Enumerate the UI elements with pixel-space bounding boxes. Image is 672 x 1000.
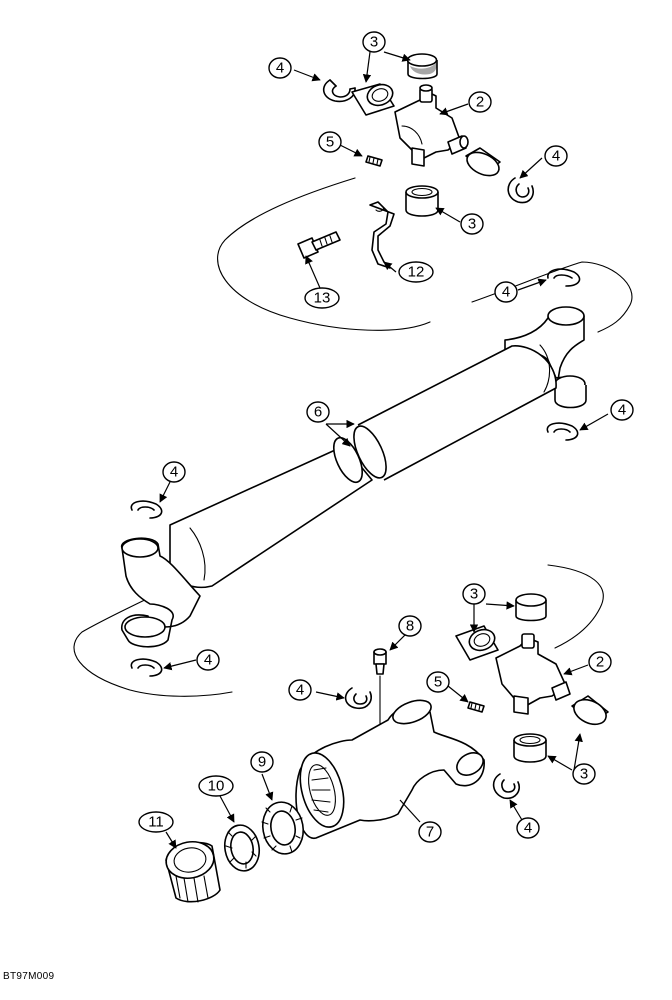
callout-4: 4	[268, 57, 292, 79]
slip-yoke	[295, 699, 485, 839]
leader-lines	[159, 51, 609, 849]
shaft-tube-lower	[169, 436, 373, 589]
callout-13-text: 13	[314, 290, 331, 307]
upper-bearing-cap-top	[406, 53, 438, 80]
lower-snap-ring-right	[492, 773, 520, 800]
callout-7-text: 7	[426, 824, 434, 841]
upper-snap-ring-right	[507, 177, 534, 204]
upper-cross-spider	[394, 84, 469, 167]
callout-4-text: 4	[170, 464, 178, 481]
callout-4-text: 4	[618, 402, 626, 419]
lower-bearing-cap-bottom	[513, 733, 547, 763]
lower-bearing-cap-left	[455, 625, 499, 661]
callout-4-text: 4	[276, 60, 284, 77]
callout-11: 11	[138, 811, 174, 833]
upper-group-outline	[217, 177, 633, 333]
upper-snap-ring-left	[322, 79, 356, 103]
left-yoke	[121, 537, 201, 648]
callout-4-text: 4	[524, 820, 532, 837]
upper-bearing-cap-left	[351, 83, 395, 116]
callout-4-text: 4	[552, 148, 560, 165]
grease-fitting-8	[373, 648, 387, 741]
callout-4: 4	[494, 281, 518, 303]
lower-grease-fitting	[467, 701, 485, 713]
snap-ring-shaft-left	[130, 500, 163, 519]
callout-5-text: 5	[434, 674, 442, 691]
callout-4: 4	[516, 817, 540, 839]
callout-3: 3	[362, 31, 386, 53]
callout-3-text: 3	[370, 34, 378, 51]
figure-id-label: BT97M009	[3, 971, 55, 982]
callout-12-text: 12	[408, 264, 425, 281]
callout-3-text: 3	[468, 216, 476, 233]
callout-11-text: 11	[148, 814, 164, 831]
callout-10: 10	[198, 775, 234, 797]
callout-4: 4	[196, 649, 220, 671]
callout-6-text: 6	[314, 404, 322, 421]
callout-3: 3	[460, 213, 484, 235]
seal-9	[261, 801, 305, 855]
callout-5: 5	[426, 671, 450, 693]
callout-4-text: 4	[502, 284, 510, 301]
callout-4-text: 4	[296, 682, 304, 699]
callout-2-text: 2	[476, 94, 484, 111]
snap-ring-shaft-upper	[547, 268, 581, 287]
callout-7: 7	[418, 821, 442, 843]
callout-2-text: 2	[596, 654, 604, 671]
callout-9-text: 9	[258, 754, 266, 771]
callout-6: 6	[306, 401, 330, 423]
callout-4: 4	[544, 145, 568, 167]
callout-4-text: 4	[204, 652, 212, 669]
snap-ring-shaft-right	[546, 422, 579, 441]
callout-2: 2	[468, 91, 492, 113]
callout-4: 4	[162, 461, 186, 483]
callout-13: 13	[304, 287, 340, 309]
callout-8-text: 8	[406, 618, 414, 635]
strap	[369, 201, 395, 269]
upper-bearing-cap-right	[465, 147, 501, 177]
callout-3: 3	[572, 763, 596, 785]
callout-4: 4	[610, 399, 634, 421]
seal-10	[223, 824, 261, 872]
snap-ring-shaft-bottom	[130, 658, 163, 677]
callout-4: 4	[288, 679, 312, 701]
lower-bearing-cap-top	[515, 593, 547, 622]
callout-2: 2	[588, 651, 612, 673]
callout-5-text: 5	[326, 134, 334, 151]
upper-grease-fitting	[365, 155, 383, 167]
right-yoke	[504, 306, 587, 409]
callout-8: 8	[398, 615, 422, 637]
upper-bearing-cap-bottom	[405, 185, 439, 217]
lower-snap-ring-left	[344, 687, 372, 710]
lower-bearing-cap-right	[571, 695, 609, 726]
callout-9: 9	[250, 751, 274, 773]
shaft-tube-upper	[353, 344, 557, 481]
dust-cap-11	[165, 840, 221, 903]
callout-12: 12	[398, 261, 434, 283]
callout-3-text: 3	[580, 766, 588, 783]
callout-3-text: 3	[470, 586, 478, 603]
callout-10-text: 10	[208, 778, 225, 795]
bolt	[297, 231, 341, 259]
callout-3: 3	[462, 583, 486, 605]
lower-cross-spider	[495, 633, 571, 715]
callout-5: 5	[318, 131, 342, 153]
